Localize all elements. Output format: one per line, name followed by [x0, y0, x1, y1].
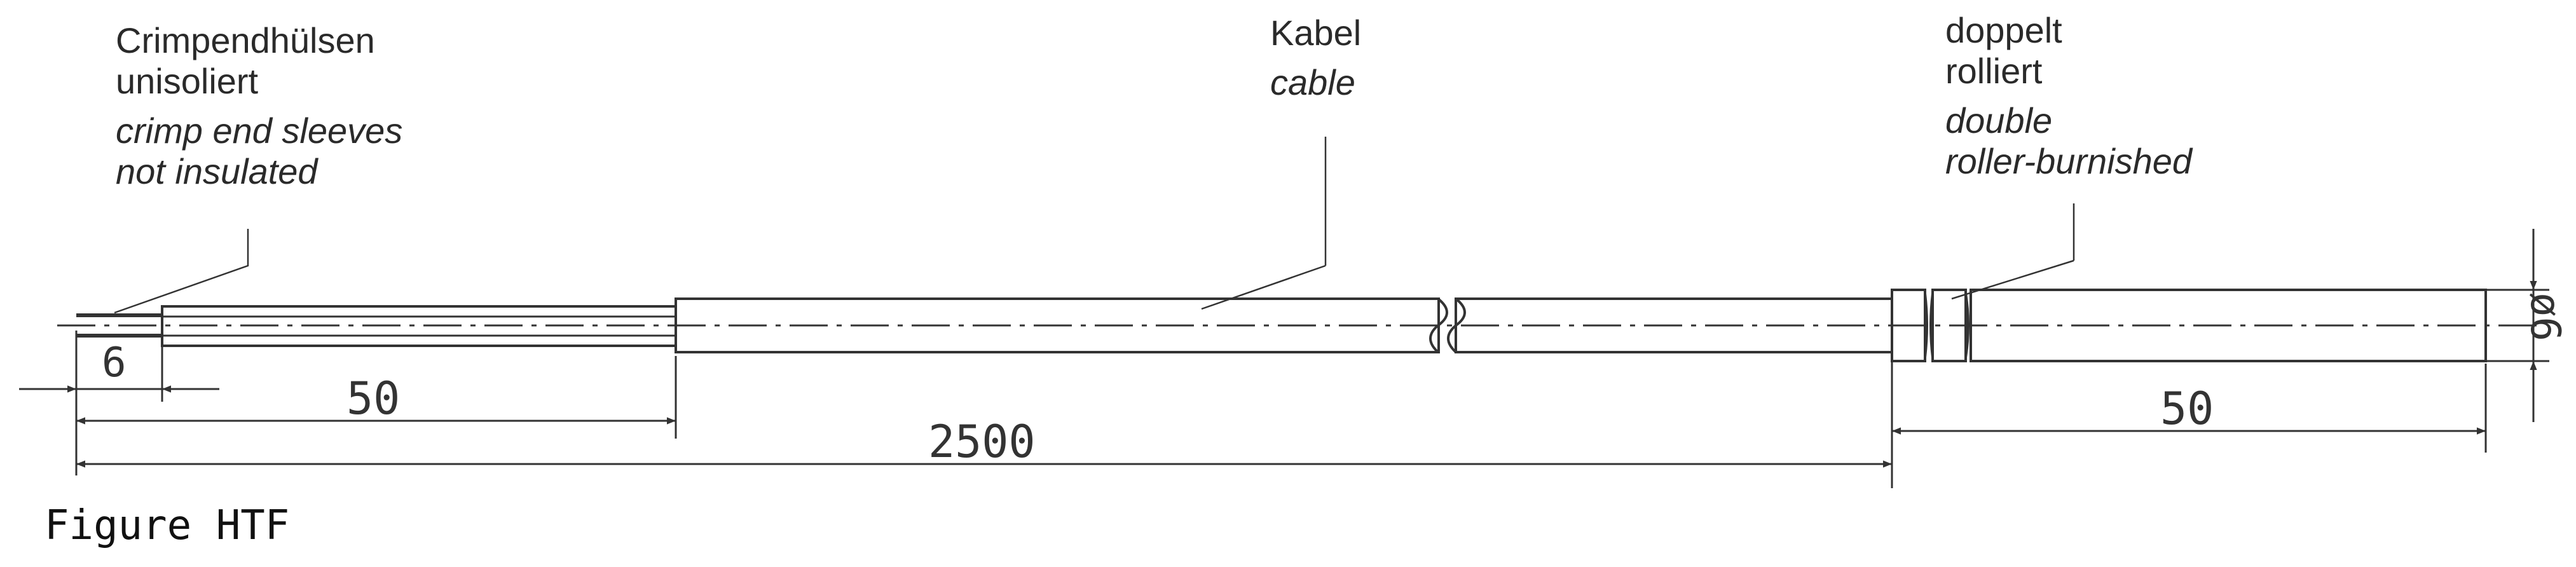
dim-diameter-value: ø6 [2521, 292, 2568, 342]
crimp-label-en-2: not insulated [116, 151, 318, 191]
cable-label-de: Kabel [1270, 13, 1362, 53]
rolled-label-en-1: double [1945, 100, 2053, 140]
break-mark-left [1429, 297, 1448, 353]
ring-groove-2 [1929, 293, 1934, 358]
dimension-lines [19, 229, 2537, 468]
crimp-label-de-2: unisoliert [116, 61, 259, 101]
dim-lead-value: 50 [346, 372, 401, 425]
rolled-label-en-2: roller-burnished [1945, 141, 2193, 181]
figure-caption: Figure HTF [45, 502, 290, 549]
crimp-leader [114, 229, 249, 314]
cable-leader [1201, 264, 1326, 310]
leads-outline [161, 305, 677, 347]
ring-groove-1 [1924, 293, 1928, 358]
rolled-leader [1951, 259, 2074, 300]
dim-crimp-value: 6 [102, 339, 127, 386]
rolled-label-de-1: doppelt [1945, 10, 2062, 50]
crimp-label-en-1: crimp end sleeves [116, 111, 403, 151]
crimp-label-de-1: Crimpendhülsen [116, 20, 375, 60]
dim-sheath-value: 50 [2160, 383, 2214, 435]
dim-total-value: 2500 [928, 416, 1036, 468]
cable-label: Kabel cable [1270, 13, 1361, 103]
cable-label-en: cable [1270, 62, 1355, 102]
leader-lines [114, 137, 2075, 314]
rolled-label: doppelt rolliert double roller-burnished [1945, 10, 2192, 182]
rolled-label-de-2: rolliert [1945, 51, 2043, 91]
crimp-label: Crimpendhülsen unisoliert crimp end slee… [116, 20, 402, 192]
